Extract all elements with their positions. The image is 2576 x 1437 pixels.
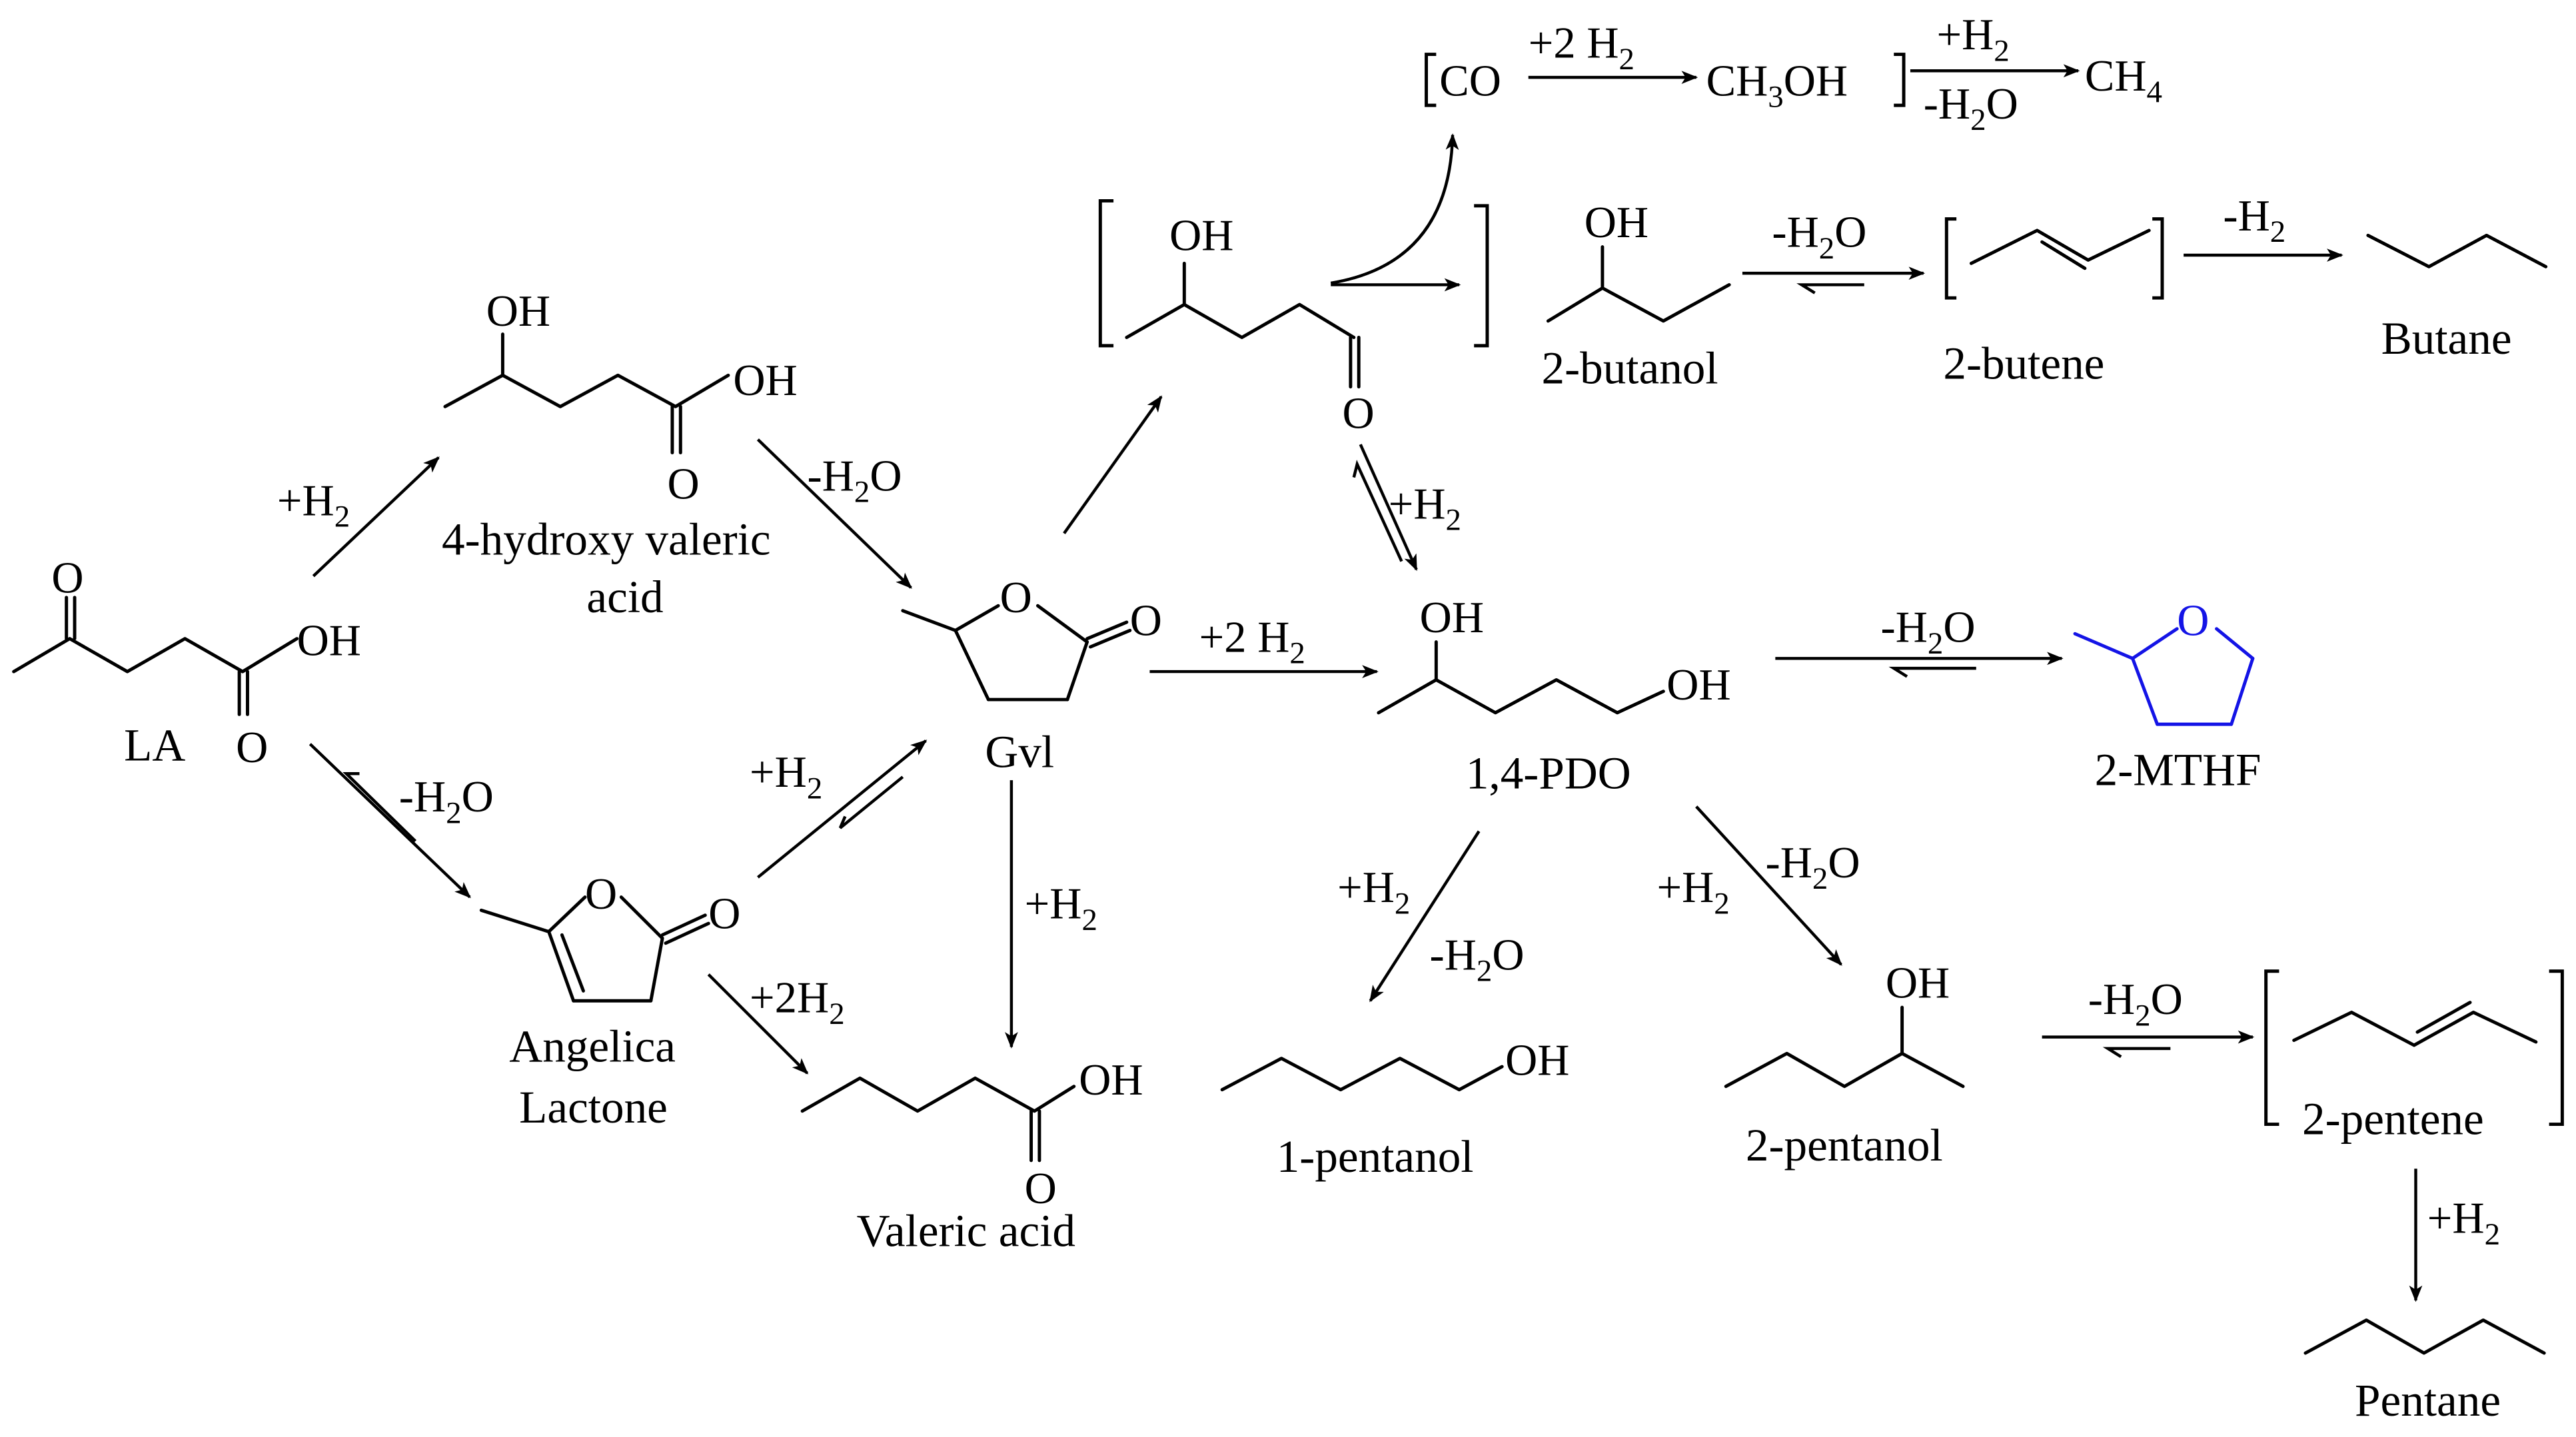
la-carbonyl-oxygen: O [236, 723, 268, 772]
cond-pdo-pentanol2-h2: +H2 [1656, 863, 1729, 921]
co-formula: CO [1439, 57, 1501, 105]
pentane-structure [2303, 1318, 2546, 1355]
methanol-bracket-right [1894, 53, 1906, 107]
gvl-structure: O O [901, 574, 1162, 702]
arrow-butene-to-butanol [1796, 283, 1864, 294]
cond-butene-butane: -H2 [2223, 192, 2285, 249]
label-2-pentanol: 2-pentanol [1746, 1119, 1943, 1171]
cond-pentanol2-pentene: -H2O [2088, 975, 2183, 1033]
intermediate-bracket-left [1098, 199, 1114, 348]
arrow-angelica-to-la [342, 772, 417, 843]
arrow-pdo-to-pentanol1 [1369, 830, 1481, 1003]
2-pentanol-structure: OH [1724, 959, 1965, 1089]
methanol-formula: CH3OH [1706, 57, 1848, 114]
valeric-carbonyl-oxygen: O [1025, 1165, 1057, 1213]
arrow-pentene-to-pentanol2 [2102, 1047, 2171, 1059]
label-2-butene: 2-butene [1943, 337, 2104, 388]
arrow-intermediate-to-co [1330, 133, 1459, 285]
cond-la-hva: +H2 [277, 476, 350, 534]
hva-carbonyl-oxygen: O [668, 460, 700, 509]
pentene-bracket-right [2549, 969, 2564, 1127]
arrow-mthf-to-pdo [1888, 666, 1976, 678]
la-ketone-oxygen: O [51, 554, 83, 602]
butene-bracket-left [1944, 217, 1957, 300]
cond-gvl-pdo: +2 H2 [1199, 613, 1305, 670]
mthf-ring-oxygen: O [2177, 597, 2209, 646]
2-butanol-structure: OH [1546, 199, 1731, 323]
angelica-ring-oxygen: O [585, 870, 617, 919]
levulinic-acid-structure: O OH O [12, 554, 361, 772]
label-pentane: Pentane [2355, 1374, 2501, 1426]
pentene-bracket-left [2264, 969, 2279, 1127]
cond-angelica-gvl: +H2 [750, 748, 822, 805]
label-2-butanol: 2-butanol [1542, 342, 1718, 394]
valeric-acid-structure: OH O [800, 1056, 1143, 1213]
arrow-la-to-angelica [309, 743, 471, 899]
2-butene-structure [1969, 229, 2151, 270]
hydroxyvaleric-acid-structure: OH OH O [443, 287, 798, 509]
butanol-hydroxyl: OH [1585, 199, 1648, 247]
pentanol1-hydroxyl: OH [1505, 1036, 1569, 1085]
label-2-pentene: 2-pentene [2302, 1093, 2484, 1144]
cond-pentene-pentane: +H2 [2427, 1195, 2500, 1252]
2-mthf-structure: O [2073, 597, 2255, 726]
arrow-gvl-to-intermediate [1063, 395, 1163, 534]
hva-acid-hydroxyl: OH [733, 356, 797, 405]
hva-hydroxyl: OH [486, 287, 550, 336]
arrow-pdo-to-intermediate [1352, 460, 1403, 562]
cond-co-methanol: +2 H2 [1529, 19, 1634, 76]
cond-pdo-pentanol1-top: +H2 [1337, 863, 1410, 921]
cond-intermediate-pdo: +H2 [1389, 480, 1461, 537]
intermediate-hydroxyl: OH [1169, 212, 1233, 260]
label-angelica-line1: Angelica [509, 1021, 676, 1072]
angelica-carbonyl-oxygen: O [708, 890, 740, 939]
arrow-gvl-to-angelica [838, 775, 904, 829]
arrow-pdo-to-pentanol2 [1695, 805, 1842, 966]
cond-butanol-butene: -H2O [1772, 209, 1866, 266]
gvl-carbonyl-oxygen: O [1130, 597, 1162, 646]
label-butane: Butane [2381, 312, 2512, 364]
label-1-4-pdo: 1,4-PDO [1466, 747, 1631, 799]
1-pentanol-structure: OH [1220, 1036, 1569, 1092]
methane-formula: CH4 [2085, 52, 2162, 109]
cond-angelica-valeric: +2H2 [750, 974, 845, 1031]
angelica-lactone-structure: O O [479, 870, 740, 1003]
arrow-la-to-hva [312, 456, 440, 578]
1-4-pdo-structure: OH OH [1377, 594, 1731, 715]
cond-hva-gvl: -H2O [808, 452, 902, 509]
arrow-angelica-to-gvl [757, 739, 928, 879]
gvl-ring-oxygen: O [1000, 574, 1032, 622]
label-1-pentanol: 1-pentanol [1277, 1131, 1474, 1182]
label-hva-line2: acid [586, 571, 663, 622]
arrow-angelica-to-valeric [707, 973, 809, 1075]
methanol-bracket-left [1425, 53, 1437, 107]
label-la: LA [124, 719, 185, 771]
butane-structure [2366, 233, 2548, 268]
cond-methanol-methane-top: +H2 [1936, 11, 2009, 68]
cond-gvl-valeric: +H2 [1025, 880, 1097, 937]
arrow-hva-to-gvl [756, 438, 912, 589]
label-angelica-line2: Lactone [519, 1081, 668, 1133]
pentanol2-hydroxyl: OH [1886, 959, 1950, 1007]
cond-pdo-pentanol2-h2o: -H2O [1766, 839, 1860, 896]
pdo-secondary-hydroxyl: OH [1420, 594, 1484, 642]
cond-methanol-methane-bottom: -H2O [1924, 80, 2018, 137]
label-2-mthf: 2-MTHF [2095, 744, 2261, 795]
la-hydroxyl: OH [297, 616, 361, 665]
2-pentene-structure [2292, 1001, 2538, 1047]
butene-bracket-right [2152, 217, 2164, 300]
label-gvl: Gvl [985, 725, 1054, 777]
intermediate-aldehyde-oxygen: O [1343, 389, 1375, 438]
label-hva-line1: 4-hydroxy valeric [442, 514, 771, 565]
label-valeric-acid: Valeric acid [857, 1204, 1075, 1256]
cond-pdo-mthf: -H2O [1880, 604, 1975, 661]
arrow-intermediate-to-pdo [1359, 444, 1418, 572]
pdo-primary-hydroxyl: OH [1666, 661, 1730, 710]
hydroxy-aldehyde-structure: OH O [1125, 212, 1375, 438]
cond-la-angelica: -H2O [399, 773, 494, 830]
intermediate-bracket-right [1474, 204, 1489, 348]
valeric-hydroxyl: OH [1079, 1056, 1143, 1105]
cond-pdo-pentanol1-bottom: -H2O [1429, 931, 1524, 988]
